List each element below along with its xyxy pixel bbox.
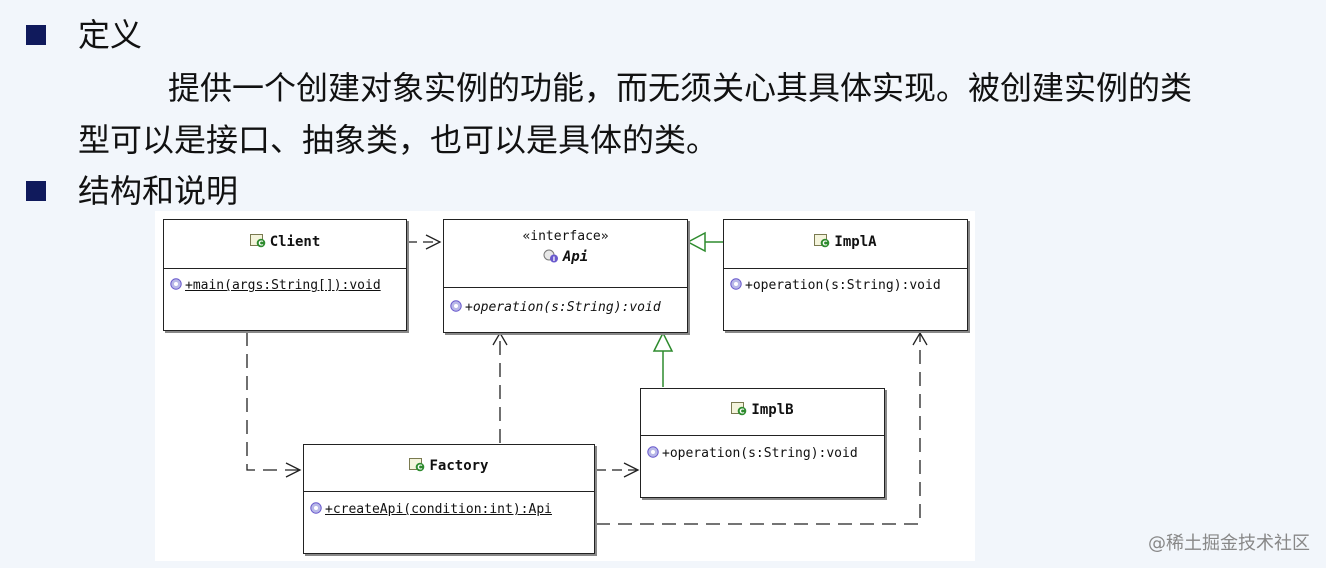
svg-text:C: C bbox=[740, 408, 745, 416]
uml-class-diagram: C Client +main(args:String[]):void «inte… bbox=[155, 211, 975, 561]
class-header-impla: C ImplA bbox=[724, 220, 967, 269]
class-icon: C bbox=[814, 234, 830, 248]
class-header-api: «interface» I Api bbox=[444, 220, 687, 288]
class-box-api[interactable]: «interface» I Api +operation(s:String):v… bbox=[443, 219, 688, 333]
connector-lines bbox=[246, 231, 928, 525]
bullet-square bbox=[26, 181, 46, 201]
watermark: @稀土掘金技术社区 bbox=[1148, 533, 1310, 554]
class-name-implb: ImplB bbox=[751, 402, 794, 418]
class-box-client[interactable]: C Client +main(args:String[]):void bbox=[163, 219, 407, 331]
class-box-implb[interactable]: C ImplB +operation(s:String):void bbox=[640, 388, 885, 498]
operation-icon bbox=[730, 278, 742, 290]
class-box-impla[interactable]: C ImplA +operation(s:String):void bbox=[723, 219, 968, 331]
class-icon: C bbox=[731, 402, 747, 416]
section-heading-structure: 结构和说明 bbox=[78, 172, 239, 210]
svg-text:C: C bbox=[418, 464, 423, 472]
interface-name-api: Api bbox=[562, 249, 589, 265]
class-box-factory[interactable]: C Factory +createApi(condition:int):Api bbox=[303, 444, 595, 554]
class-icon: C bbox=[409, 458, 425, 472]
class-header-implb: C ImplB bbox=[641, 389, 884, 436]
operation-row-impla: +operation(s:String):void bbox=[730, 278, 941, 293]
section-heading-definition: 定义 bbox=[78, 16, 143, 54]
operation-icon bbox=[310, 502, 322, 514]
operation-icon bbox=[450, 300, 462, 312]
class-header-client: C Client bbox=[164, 220, 406, 269]
svg-text:I: I bbox=[553, 255, 555, 263]
operation-row-implb: +operation(s:String):void bbox=[647, 446, 858, 461]
bullet-square bbox=[26, 25, 46, 45]
operation-factory-createapi: +createApi(condition:int):Api bbox=[325, 502, 552, 517]
class-icon: C bbox=[249, 234, 266, 248]
class-name-client: Client bbox=[269, 234, 321, 250]
operation-row-api: +operation(s:String):void bbox=[450, 300, 661, 315]
operation-client-main: +main(args:String[]):void bbox=[185, 278, 381, 293]
interface-stereotype: «interface» bbox=[522, 229, 609, 244]
definition-line-2: 型可以是接口、抽象类，也可以是具体的类。 bbox=[78, 121, 719, 159]
operation-row-factory: +createApi(condition:int):Api bbox=[310, 502, 552, 517]
definition-line-1: 提供一个创建对象实例的功能，而无须关心其具体实现。被创建实例的类 bbox=[168, 69, 1193, 107]
operation-row-client: +main(args:String[]):void bbox=[170, 278, 381, 293]
operation-impla-operation: +operation(s:String):void bbox=[745, 278, 941, 293]
svg-text:C: C bbox=[823, 240, 828, 248]
class-header-factory: C Factory bbox=[304, 445, 594, 492]
operation-icon bbox=[170, 278, 182, 290]
operation-api-operation: +operation(s:String):void bbox=[465, 300, 661, 315]
operation-icon bbox=[647, 446, 659, 458]
svg-text:C: C bbox=[258, 240, 263, 248]
class-name-impla: ImplA bbox=[834, 234, 877, 250]
operation-implb-operation: +operation(s:String):void bbox=[662, 446, 858, 461]
interface-icon: I bbox=[543, 249, 558, 263]
class-name-factory: Factory bbox=[429, 458, 489, 474]
